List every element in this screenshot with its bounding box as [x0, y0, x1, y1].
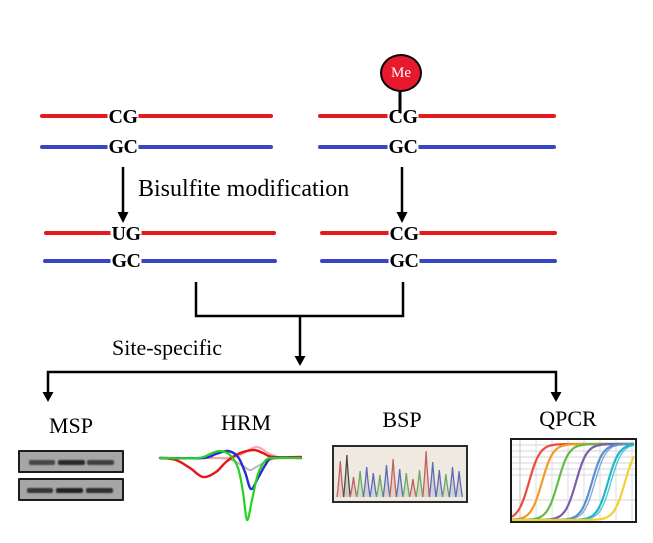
base-pair-row1-left-top: CG: [107, 106, 139, 128]
methyl-label: Me: [391, 64, 411, 81]
method-label-hrm: HRM: [220, 410, 272, 435]
bsp-peak-13: [415, 469, 424, 498]
bsp-chromatogram-image: [332, 445, 468, 503]
dna-strand-bottom-row2-left: [43, 259, 277, 263]
branch-line: [46, 370, 558, 394]
dna-strand-top-row1-right: [318, 114, 556, 118]
bsp-peak-15: [428, 461, 437, 498]
hrm-melt-curve-image: [158, 440, 303, 530]
bsp-peaks: [336, 450, 464, 498]
base-pair-row1-right-bottom: GC: [387, 136, 419, 158]
method-label-bsp: BSP: [382, 407, 422, 432]
qpcr-amplification-image: [510, 438, 637, 523]
bisulfite-arrow-left: [117, 167, 129, 223]
bsp-peak-12: [408, 478, 417, 498]
hrm-curve-red: [158, 448, 303, 479]
bsp-peak-7: [375, 474, 384, 498]
gel-strip-2: [18, 478, 124, 501]
dna-strand-bottom-row1-left: [40, 145, 273, 149]
base-pair-row2-right-top: CG: [388, 223, 420, 245]
method-label-msp: MSP: [48, 413, 94, 438]
method-label-qpcr: QPCR: [539, 406, 597, 431]
msp-gel-image: [18, 450, 124, 501]
bisulfite-arrow-right: [396, 167, 408, 223]
bsp-peak-10: [395, 468, 404, 498]
dna-strand-bottom-row1-right: [318, 145, 556, 149]
methyl-group-badge: Me: [380, 54, 422, 92]
merge-bracket: [194, 282, 405, 318]
bsp-peak-16: [435, 469, 444, 498]
gel-band-1-2: [58, 460, 85, 465]
qpcr-curves: [512, 440, 635, 521]
branch-arrowhead-left: [42, 392, 54, 402]
bsp-peak-5: [362, 466, 371, 498]
branch-arrowhead-right: [550, 392, 562, 402]
gel-band-1-1: [29, 460, 55, 465]
bisulfite-modification-label: Bisulfite modification: [138, 176, 350, 202]
gel-band-2-3: [86, 488, 113, 493]
base-pair-row1-left-bottom: GC: [107, 136, 139, 158]
bsp-peak-4: [356, 470, 365, 498]
base-pair-row2-right-bottom: GC: [388, 250, 420, 272]
bsp-peak-17: [441, 473, 450, 498]
bsp-peak-19: [455, 470, 464, 498]
bsp-peak-11: [402, 472, 411, 498]
gel-band-1-3: [87, 460, 114, 465]
bsp-peak-3: [349, 476, 358, 498]
hrm-curves: [158, 446, 303, 522]
dna-strand-top-row2-right: [320, 231, 557, 235]
gel-band-2-1: [27, 488, 53, 493]
gel-band-2-2: [56, 488, 83, 493]
base-pair-row2-left-top: UG: [110, 223, 142, 245]
bsp-peak-9: [389, 458, 398, 498]
gel-strip-1: [18, 450, 124, 473]
dna-strand-bottom-row2-right: [320, 259, 557, 263]
bsp-peak-1: [336, 460, 345, 498]
bsp-peak-14: [422, 450, 431, 498]
hrm-curve-green: [158, 449, 303, 522]
dna-strand-top-row1-left: [40, 114, 273, 118]
dna-strand-top-row2-left: [44, 231, 276, 235]
merge-center-arrow: [294, 316, 306, 366]
bsp-peak-6: [369, 472, 378, 498]
site-specific-label: Site-specific: [112, 335, 222, 360]
qpcr-curve-7: [512, 455, 635, 521]
bsp-peak-2: [342, 454, 351, 498]
bsp-peak-18: [448, 466, 457, 498]
hrm-curve-blue: [158, 449, 303, 491]
base-pair-row2-left-bottom: GC: [110, 250, 142, 272]
base-pair-row1-right-top: CG: [387, 106, 419, 128]
bsp-peak-8: [382, 464, 391, 498]
